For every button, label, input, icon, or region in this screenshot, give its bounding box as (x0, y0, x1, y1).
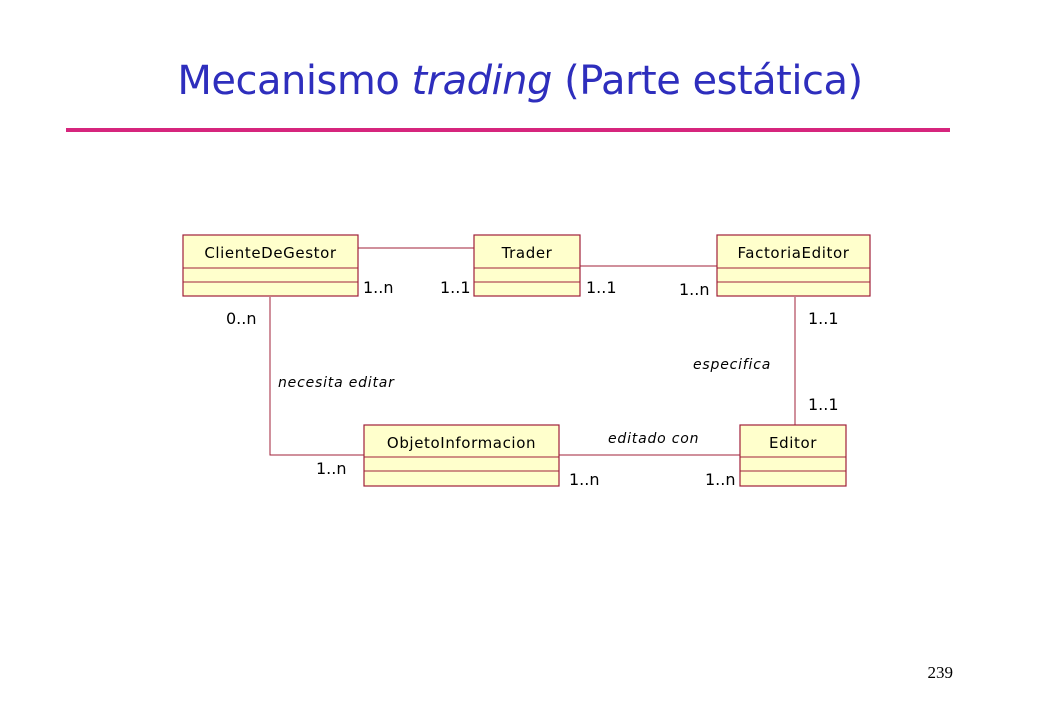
class-objeto-informacion[interactable]: ObjetoInformacion (363, 424, 560, 487)
class-box (363, 424, 560, 487)
title-emphasis: trading (411, 58, 553, 104)
class-name: ObjetoInformacion (387, 434, 536, 452)
role-especifica: especifica (693, 357, 771, 373)
mult-factoria-trader: 1..n (679, 280, 710, 299)
class-cliente-de-gestor[interactable]: ClienteDeGestor (182, 234, 359, 297)
page-number: 239 (927, 663, 954, 682)
mult-editor-factoria: 1..1 (808, 395, 839, 414)
class-editor[interactable]: Editor (739, 424, 847, 487)
class-factoria-editor[interactable]: FactoriaEditor (716, 234, 871, 297)
title-prefix: Mecanismo (177, 58, 412, 104)
role-necesita-editar: necesita editar (278, 375, 395, 391)
mult-editor-objeto: 1..n (705, 470, 736, 489)
class-box (716, 234, 871, 297)
class-name: Editor (769, 434, 817, 452)
class-name: FactoriaEditor (737, 244, 849, 262)
mult-cliente-objeto: 0..n (226, 309, 257, 328)
mult-trader-cliente: 1..1 (440, 278, 471, 297)
title-underline (66, 128, 950, 132)
class-box (473, 234, 581, 297)
class-name: Trader (501, 244, 553, 262)
role-editado-con: editado con (608, 431, 699, 447)
class-box (182, 234, 359, 297)
class-box (739, 424, 847, 487)
mult-trader-factoria: 1..1 (586, 278, 617, 297)
mult-objeto-editor: 1..n (569, 470, 600, 489)
class-trader[interactable]: Trader (473, 234, 581, 297)
mult-factoria-editor: 1..1 (808, 309, 839, 328)
mult-cliente-trader: 1..n (363, 278, 394, 297)
slide-title: Mecanismo trading (Parte estática) (0, 58, 1040, 104)
title-suffix: (Parte estática) (551, 58, 863, 104)
class-name: ClienteDeGestor (204, 244, 337, 262)
mult-objeto-cliente: 1..n (316, 459, 347, 478)
assoc-cliente-objeto (269, 297, 364, 456)
